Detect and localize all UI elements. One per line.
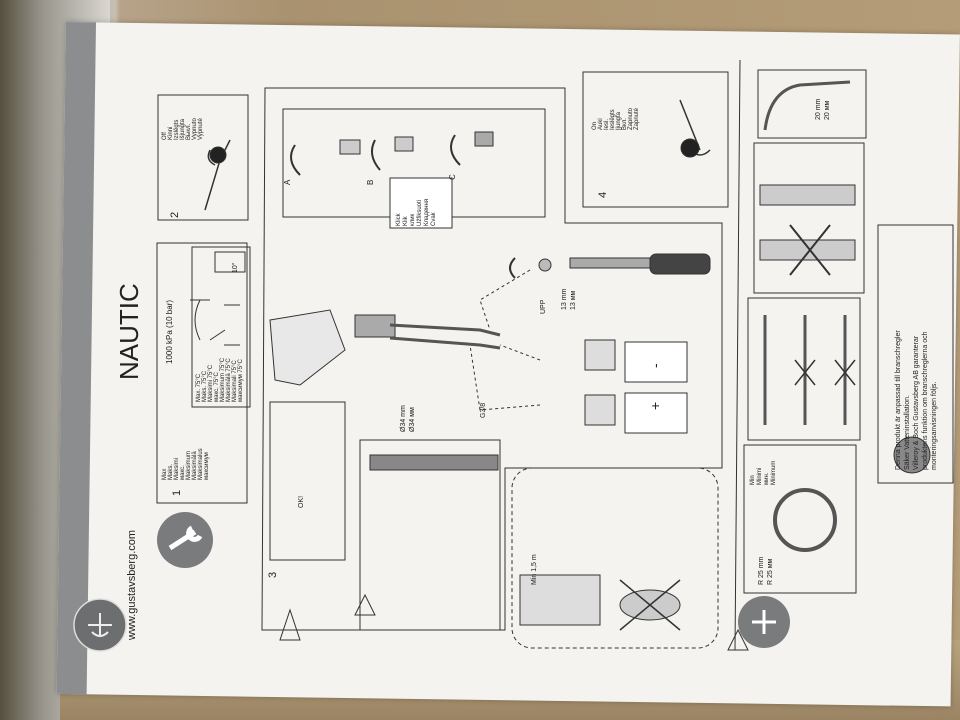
minimum-label: Minimi <box>757 468 763 485</box>
off-label: Vypnuté <box>198 118 204 140</box>
max-label: Maks. <box>168 464 174 480</box>
step1-panel <box>156 242 251 504</box>
document-title: NAUTIC <box>114 283 144 380</box>
click-label: клик <box>410 213 416 226</box>
max-label: Maksimum <box>186 451 192 480</box>
on-label: Zapnuto <box>628 107 634 130</box>
bend-radius-ru: R 25 мм <box>767 558 774 585</box>
max-temp: макс. 75°C <box>214 371 220 402</box>
max-temp-labels: Max. 75°C Maks. 75°C Maksimi 75°C макс. … <box>196 357 244 402</box>
minimum-label: Minimum <box>771 461 777 485</box>
max-label: Maksimalus <box>198 448 204 480</box>
minimum-label: Min <box>750 475 756 485</box>
diameter-mm: Ø34 mm <box>400 405 407 432</box>
hose-panels <box>734 59 954 651</box>
max-temp: Maksimi 75°C <box>208 364 214 402</box>
hose-length-mm: 20 mm <box>815 98 822 120</box>
wrench-size-mm: 13 mm <box>561 288 568 310</box>
off-label: Off <box>162 132 168 140</box>
off-labels: Off Kinni Izslēgts Išjungta Выкл. Vypnut… <box>162 118 204 140</box>
wrench-icon <box>157 512 213 568</box>
website-url: www.gustavsberg.com <box>126 530 138 641</box>
off-label: Vypnuto <box>192 118 198 140</box>
max-temp: Maksimālā 75°C <box>226 358 232 402</box>
step2-number: 2 <box>169 212 181 218</box>
on-label: Auki <box>598 118 604 130</box>
max-label: Max <box>162 469 168 480</box>
minimum-label: мин. <box>764 472 770 485</box>
max-temp: Max. 75°C <box>196 373 202 402</box>
off-label: Išjungta <box>180 118 186 140</box>
max-temp: Maks. 75°C <box>202 370 208 402</box>
on-label: Вкл. <box>622 118 628 130</box>
step1-number: 1 <box>171 490 183 496</box>
thread-label: G3/8 <box>480 403 487 418</box>
dimensions-icon <box>738 596 790 648</box>
upp-label: UPP <box>540 299 547 314</box>
max-label: макс. <box>180 465 186 480</box>
notice-line: monteringsanvisningen följs. <box>931 382 938 470</box>
click-label: Klick <box>396 212 402 226</box>
bend-radius-mm: R 25 mm <box>758 556 765 585</box>
on-label: Ieslēgts <box>610 109 616 130</box>
off-label: Izslēgts <box>174 120 180 140</box>
detail-a: A <box>283 179 292 185</box>
max-temp: максимум 75°C <box>238 359 244 402</box>
hose-length-ru: 20 мм <box>824 100 831 120</box>
max-label: Maksimālā <box>192 451 198 480</box>
on-label: On <box>592 122 598 130</box>
min-height-label: Min 1,5 m <box>531 554 538 585</box>
on-label: Iesl. <box>604 119 610 130</box>
max-temp: Maksimum 75°C <box>220 357 226 402</box>
max-temp: Maksimali 75°C <box>232 360 238 402</box>
detail-c: C <box>448 174 457 180</box>
click-label: Кладення <box>424 199 430 226</box>
max-label: максимум <box>204 452 210 480</box>
pressure-label: 1000 kPa (10 bar) <box>165 300 174 364</box>
angle-label: 10° <box>231 262 239 273</box>
notice-line: Säker Vatteninstallation. <box>904 395 911 470</box>
plus-label: + <box>647 402 663 410</box>
off-label: Kinni <box>168 127 174 140</box>
step3-panel <box>261 87 749 651</box>
max-labels: Max Maks. Maksimi макс. Maksimum Maksimā… <box>162 448 210 480</box>
step3-number: 3 <box>267 572 279 578</box>
minus-label: - <box>647 363 663 368</box>
on-label: Įjungta <box>616 111 622 130</box>
click-labels: Klick Klik клик Užfiksuoti Кладення Cvak <box>396 199 437 226</box>
labels: NAUTIC www.gustavsberg.com 1 2 3 4 1000 … <box>114 98 938 641</box>
step4-panel <box>582 71 729 208</box>
off-label: Выкл. <box>186 123 192 140</box>
on-labels: On Auki Iesl. Ieslēgts Įjungta Вкл. Zapn… <box>592 107 640 130</box>
notice-line: Denna produkt är anpassad till branschre… <box>895 330 902 470</box>
wrench-size-ru: 13 мм <box>570 290 577 310</box>
step4-number: 4 <box>597 192 609 198</box>
step2-panel <box>157 94 249 221</box>
click-label: Klik <box>403 215 409 226</box>
ok-label: OK! <box>298 496 305 508</box>
notice-line: Villeroy & Boch Gustavsberg AB garantera… <box>913 335 920 470</box>
max-label: Maksimi <box>174 458 180 480</box>
minimum-labels: Min Minimi мин. Minimum <box>750 461 777 485</box>
click-label: Cvak <box>431 211 437 226</box>
diameter-ru: Ø34 мм <box>409 407 416 432</box>
on-label: Zapnuté <box>634 107 640 130</box>
notice-text: Denna produkt är anpassad till branschre… <box>895 330 938 470</box>
click-label: Užfiksuoti <box>417 200 423 226</box>
detail-b: B <box>366 180 375 185</box>
gustavsberg-logo <box>73 598 127 652</box>
notice-line: produktens funktion om branschreglerna o… <box>922 331 929 470</box>
